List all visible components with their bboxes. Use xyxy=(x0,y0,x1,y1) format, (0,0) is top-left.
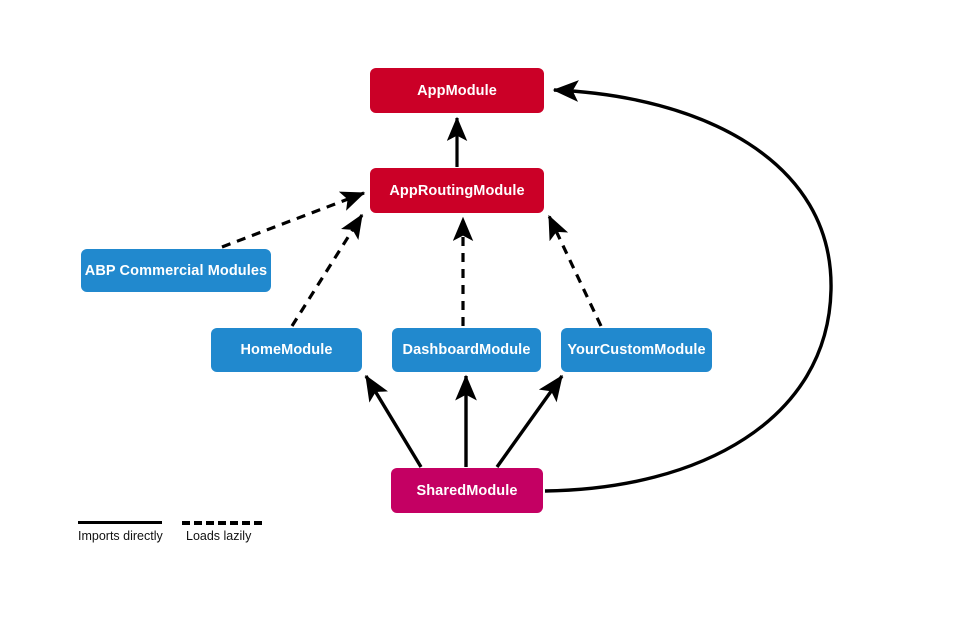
node-home-module[interactable]: HomeModule xyxy=(211,328,362,372)
node-dashboard-module-label: DashboardModule xyxy=(402,342,531,358)
legend-solid-line-sample xyxy=(78,521,162,524)
node-dashboard-module[interactable]: DashboardModule xyxy=(392,328,541,372)
node-abp-commercial-modules[interactable]: ABP Commercial Modules xyxy=(81,249,271,292)
node-shared-module-label: SharedModule xyxy=(416,482,518,499)
node-app-module[interactable]: AppModule xyxy=(370,68,544,113)
node-app-routing-module[interactable]: AppRoutingModule xyxy=(370,168,544,213)
node-shared-module[interactable]: SharedModule xyxy=(391,468,543,513)
node-abp-commercial-modules-label: ABP Commercial Modules xyxy=(84,262,268,279)
legend-imports-directly-label: Imports directly xyxy=(78,529,163,543)
legend-loads-lazily-label: Loads lazily xyxy=(186,529,252,543)
legend-dashed-line-sample xyxy=(182,521,262,525)
node-app-module-label: AppModule xyxy=(417,82,497,99)
node-app-routing-module-label: AppRoutingModule xyxy=(389,182,525,199)
node-home-module-label: HomeModule xyxy=(240,342,333,358)
